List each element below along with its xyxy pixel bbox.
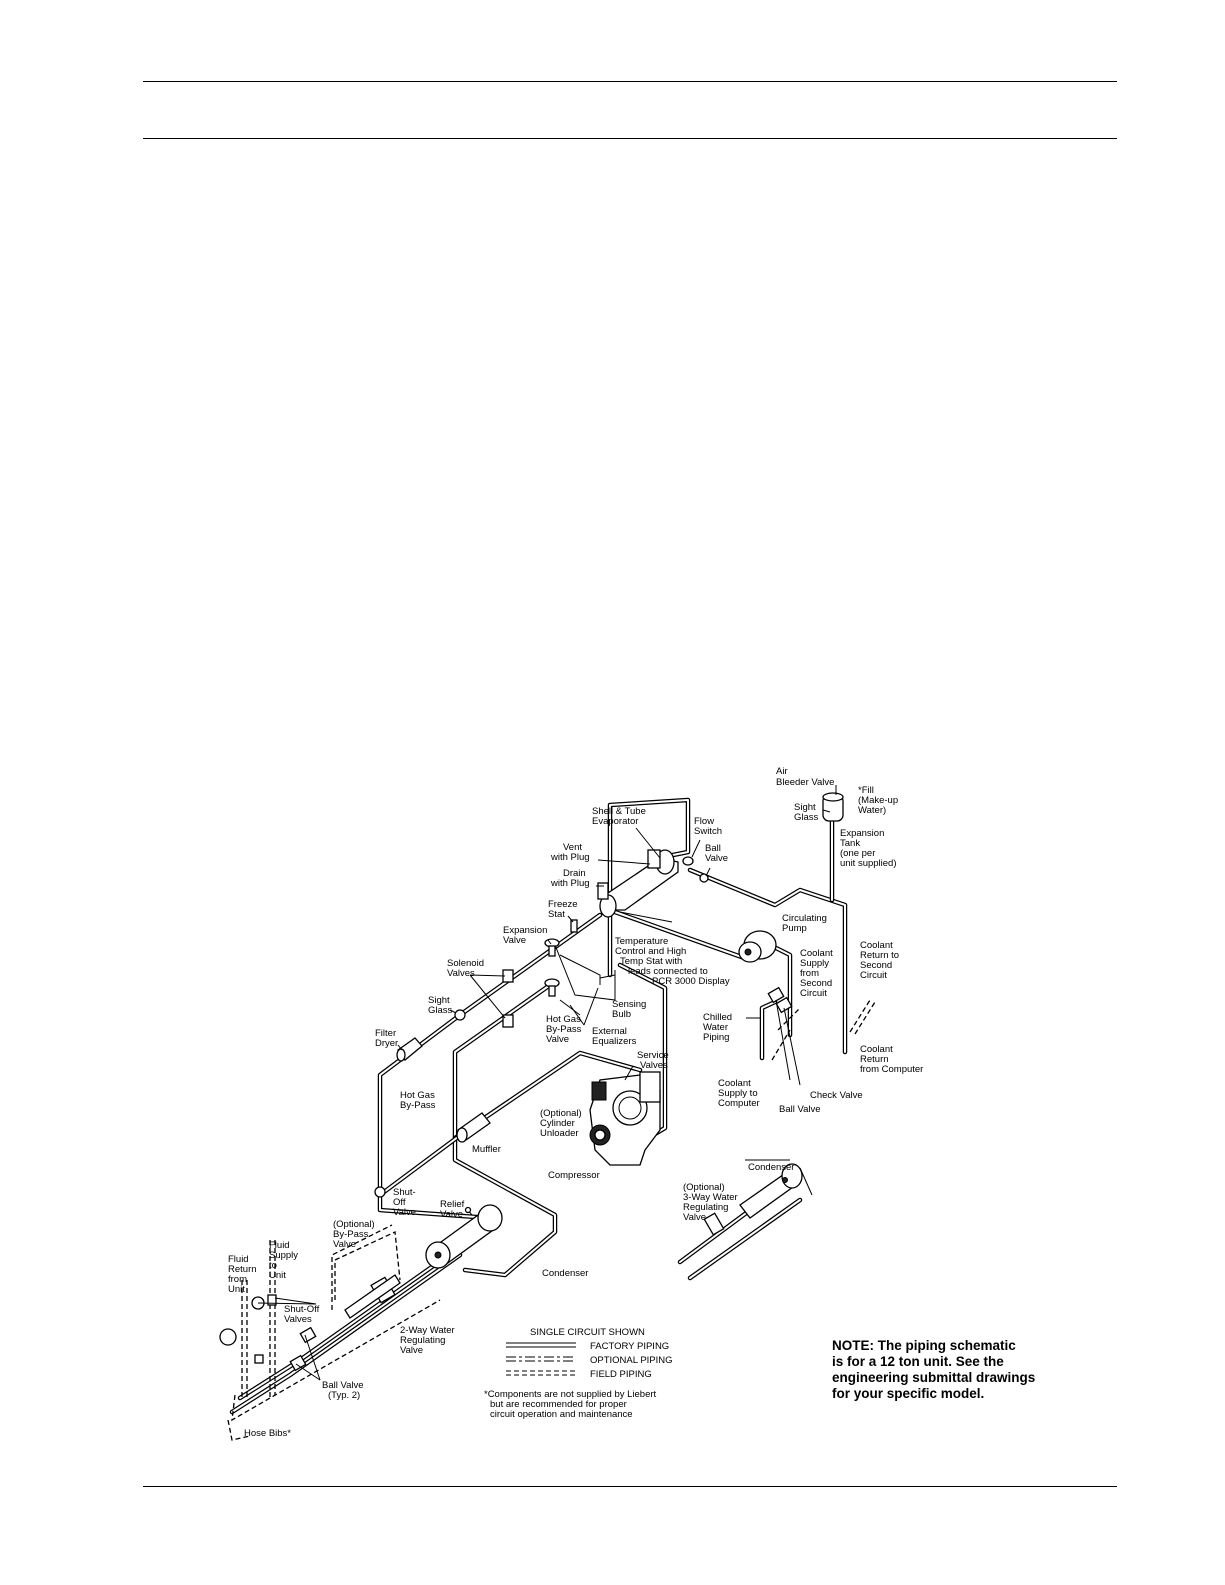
legend-title: SINGLE CIRCUIT SHOWN: [530, 1327, 645, 1338]
circulating-pump: [738, 930, 777, 963]
inset-three-way-condenser: [677, 1163, 813, 1281]
sight-glass-liquid: [454, 1009, 466, 1021]
label-muffler: Muffler: [472, 1144, 501, 1155]
label-hose-bibs: Hose Bibs*: [244, 1428, 291, 1439]
freeze-stat: [570, 919, 578, 933]
filter-dryer: [396, 1037, 423, 1062]
compressor: [589, 1071, 661, 1166]
legend-optional: OPTIONAL PIPING: [590, 1355, 673, 1366]
footer-rule: [143, 1486, 1117, 1487]
two-way-regulating-valve: [344, 1274, 401, 1319]
muffler: [456, 1112, 491, 1143]
label-condenser-inset: Condenser: [748, 1162, 794, 1173]
fluid-shutoff-valves: [219, 1294, 277, 1346]
label-check-valve: Check Valve: [810, 1090, 863, 1101]
expansion-valve: [544, 938, 560, 957]
legend-factory: FACTORY PIPING: [590, 1341, 669, 1352]
header-rule-bottom: [143, 138, 1117, 139]
label-ball-valve-mid: Ball Valve: [779, 1104, 821, 1115]
relief-valve: [464, 1206, 473, 1216]
label-compressor: Compressor: [548, 1170, 600, 1181]
legend-samples: [506, 1342, 576, 1376]
legend-field: FIELD PIPING: [590, 1369, 652, 1380]
condenser: [425, 1204, 503, 1269]
label-ball-valve-typ: Ball Valve(Typ. 2): [322, 1380, 364, 1401]
check-and-ball-valves: [767, 986, 793, 1014]
field-piping: [227, 999, 876, 1441]
shutoff-valve: [374, 1186, 386, 1198]
leader-lines: [257, 785, 837, 1381]
expansion-tank: [822, 792, 844, 822]
solenoid-valves: [502, 969, 514, 1028]
legend: SINGLE CIRCUIT SHOWN FACTORY PIPING OPTI…: [484, 1327, 673, 1420]
shell-tube-evaporator: [597, 849, 709, 918]
header-rule-top: [143, 81, 1117, 82]
label-condenser-main: Condenser: [542, 1268, 588, 1279]
hot-gas-bypass-valve: [544, 978, 560, 997]
external-equalizers-lines: [554, 911, 673, 1001]
ball-valves: [254, 1326, 317, 1372]
